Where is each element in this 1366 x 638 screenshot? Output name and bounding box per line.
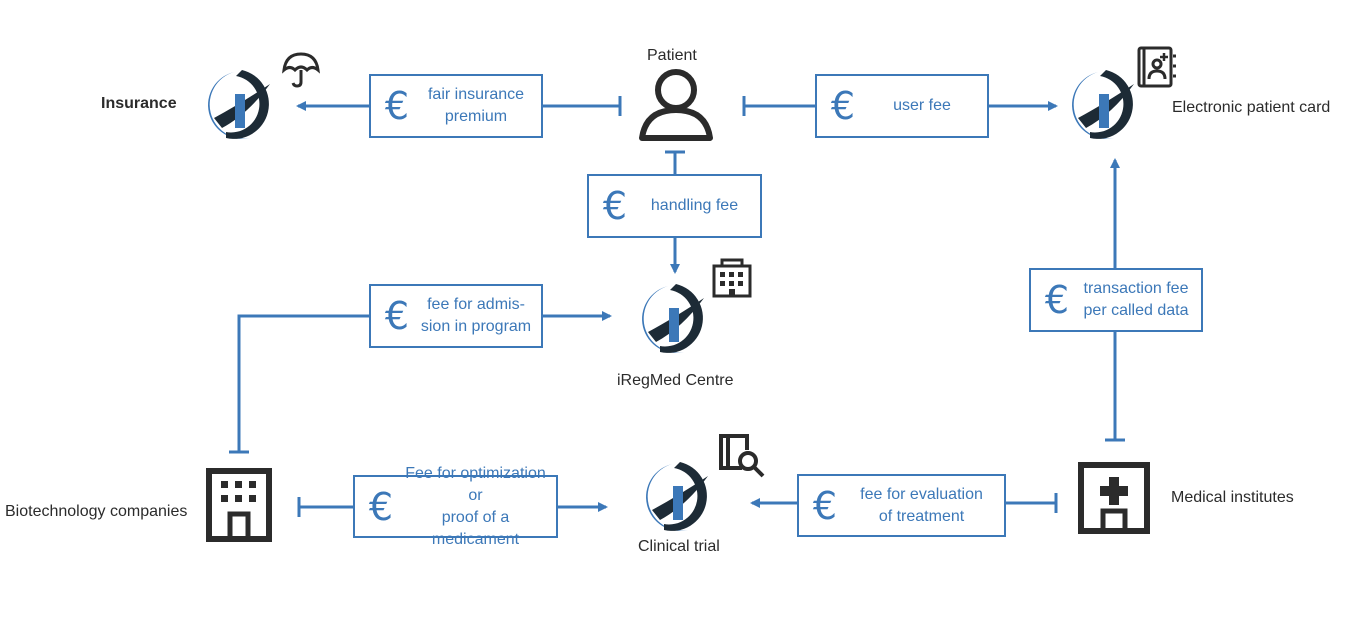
- euro-icon: €: [384, 294, 410, 338]
- fee-text-line: of treatment: [878, 507, 965, 525]
- iregmed-centre-label: iRegMed Centre: [617, 372, 734, 389]
- fee-text-line: fee for admis-: [427, 296, 525, 313]
- fee-box-user-fee: € user fee: [815, 74, 989, 138]
- person-icon: [639, 69, 713, 141]
- fee-box-transaction: € transaction fee per called data: [1029, 268, 1203, 332]
- patient-card-icon: [1137, 46, 1176, 88]
- insurance-logo-icon: [208, 70, 270, 139]
- fee-text-line: sion in program: [420, 318, 532, 335]
- fee-text-line: proof of a medicament: [431, 508, 520, 548]
- patient-label: Patient: [647, 47, 697, 64]
- euro-icon: €: [1044, 278, 1070, 322]
- fee-text-line: user fee: [893, 97, 951, 114]
- insurance-label: Insurance: [101, 95, 177, 112]
- hospital-icon: [1078, 462, 1150, 534]
- fee-text-line: fee for evaluation: [860, 485, 983, 503]
- connectors: [229, 96, 1125, 517]
- euro-icon: €: [812, 483, 838, 528]
- fee-text-line: transaction fee: [1083, 280, 1189, 297]
- fee-text-line: handling fee: [650, 197, 739, 214]
- umbrella-icon: [282, 52, 320, 88]
- trial-logo-icon: [646, 462, 708, 531]
- fee-text-line: Fee for optimization or: [405, 464, 546, 504]
- fee-text-line: premium: [444, 108, 508, 125]
- fee-text-line: fair insurance: [427, 86, 525, 103]
- office-building-icon: [712, 258, 752, 298]
- euro-icon: €: [830, 84, 856, 128]
- fee-text-line: per called data: [1083, 302, 1189, 319]
- fee-box-admission: € fee for admis- sion in program: [369, 284, 543, 348]
- document-search-icon: [719, 434, 765, 478]
- medical-institutes-label: Medical institutes: [1171, 489, 1294, 506]
- euro-icon: €: [368, 484, 394, 529]
- fee-box-insurance-premium: € fair insurance premium: [369, 74, 543, 138]
- card-logo-icon: [1072, 70, 1134, 139]
- fee-box-evaluation: € fee for evaluation of treatment: [797, 474, 1006, 537]
- euro-icon: €: [602, 184, 628, 228]
- building-icon: [206, 468, 272, 542]
- biotechnology-companies-label: Biotechnology companies: [5, 503, 188, 520]
- fee-box-optimization: € Fee for optimization or proof of a med…: [353, 465, 558, 548]
- fee-box-handling-fee: € handling fee: [587, 174, 762, 238]
- euro-icon: €: [384, 84, 410, 128]
- electronic-patient-card-label: Electronic patient card: [1172, 99, 1331, 116]
- centre-logo-icon: [642, 284, 704, 353]
- clinical-trial-label: Clinical trial: [638, 538, 720, 555]
